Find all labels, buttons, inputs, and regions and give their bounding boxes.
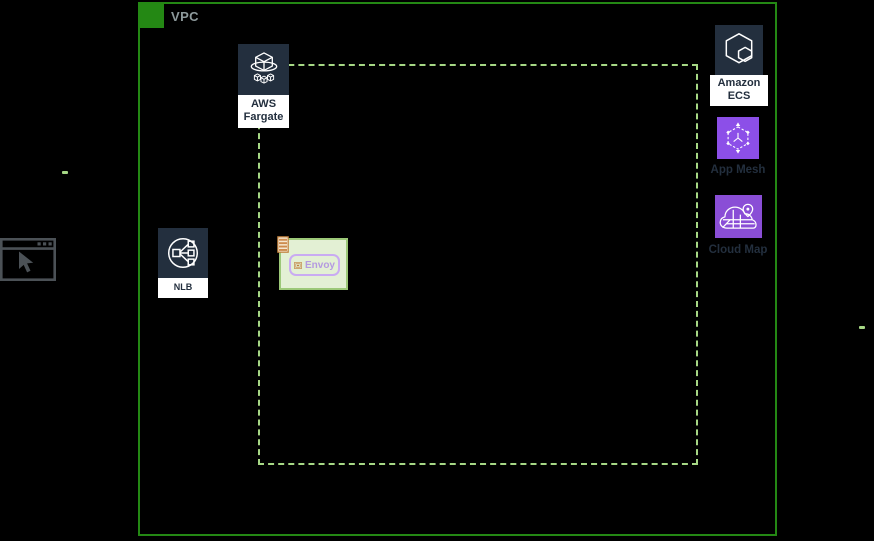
envoy-proxy-pill: Envoy (289, 254, 340, 276)
connector-dash-right (859, 326, 865, 329)
cloud-map-label: Cloud Map (708, 244, 768, 256)
nlb-node: NLB (158, 228, 208, 298)
app-mesh-label: App Mesh (710, 164, 766, 176)
envoy-label: Envoy (304, 259, 335, 271)
ecs-node: Amazon ECS (708, 25, 770, 106)
client-browser-icon (0, 238, 56, 281)
vpc-group-icon (138, 2, 164, 28)
vpc-group: VPC (138, 2, 777, 536)
container-icon (294, 261, 302, 269)
nlb-icon (158, 228, 208, 278)
fargate-label: AWS Fargate (238, 95, 289, 128)
nlb-label: NLB (158, 278, 208, 298)
connector-dash-left (62, 171, 68, 174)
cloud-map-node: Cloud Map (701, 195, 775, 256)
ecs-label: Amazon ECS (710, 75, 768, 106)
task-boundary-dashed (258, 64, 698, 465)
vpc-label: VPC (171, 9, 199, 24)
aws-fargate-icon (238, 44, 289, 95)
app-mesh-node: App Mesh (704, 117, 772, 176)
task-definition-icon (277, 236, 289, 253)
fargate-node: AWS Fargate (238, 44, 289, 128)
envoy-task-box: Envoy (277, 236, 348, 290)
cloud-map-icon (714, 195, 762, 238)
amazon-ecs-icon (715, 25, 763, 75)
app-mesh-icon (717, 117, 759, 159)
